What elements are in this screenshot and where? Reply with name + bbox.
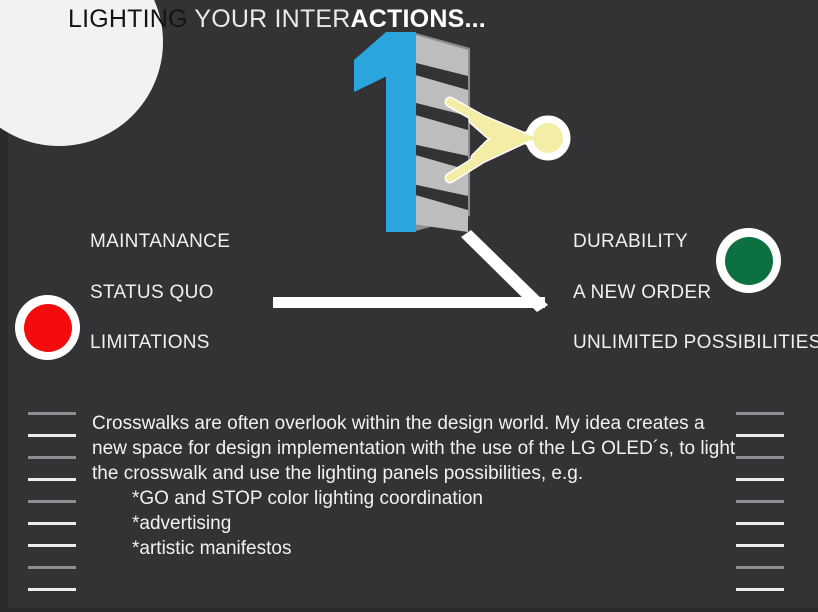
feature-list: *GO and STOP color lighting coordination…: [92, 486, 740, 561]
green-dot-icon: [724, 236, 773, 285]
dash-mark: [736, 500, 784, 503]
left-item-label-2: LIMITATIONS: [90, 332, 210, 353]
right-item-label-2: UNLIMITED POSSIBILITIES: [573, 332, 818, 353]
number-one-icon: [354, 32, 416, 232]
pedestrian-icon: [444, 96, 571, 184]
red-dot-icon: [23, 303, 72, 352]
page-title: LIGHTING YOUR INTERACTIONS...: [68, 4, 486, 34]
title-segment-lighting: LIGHTING: [68, 5, 188, 33]
stop-status-indicator: [15, 295, 80, 360]
dash-mark: [736, 588, 784, 591]
left-item-label-1: STATUS QUO: [90, 282, 214, 303]
go-status-indicator: [716, 228, 781, 293]
description-block: Crosswalks are often overlook within the…: [92, 411, 740, 561]
dash-mark: [736, 566, 784, 569]
dash-mark: [736, 544, 784, 547]
dash-mark: [28, 588, 76, 591]
right-dash-decoration: [736, 412, 790, 610]
transition-arrow: [265, 225, 550, 325]
dash-mark: [736, 456, 784, 459]
dash-mark: [28, 434, 76, 437]
dash-mark: [28, 566, 76, 569]
left-edge-gutter: [0, 0, 8, 612]
arrow-right-icon: [273, 230, 548, 312]
left-item-label-0: MAINTANANCE: [90, 231, 231, 252]
title-segment-your-inter: YOUR INTER: [187, 5, 351, 33]
dash-mark: [736, 522, 784, 525]
dash-mark: [28, 478, 76, 481]
title-segment-actions: ACTIONS...: [350, 5, 486, 33]
dash-mark: [736, 478, 784, 481]
right-item-label-0: DURABILITY: [573, 231, 688, 252]
dash-mark: [28, 544, 76, 547]
description-paragraph: Crosswalks are often overlook within the…: [92, 413, 736, 484]
list-item: *GO and STOP color lighting coordination: [132, 488, 483, 509]
hero-illustration: [330, 20, 580, 250]
dash-mark: [736, 434, 784, 437]
left-dash-decoration: [28, 412, 82, 610]
list-item: *artistic manifestos: [132, 538, 292, 559]
dash-mark: [28, 412, 76, 415]
dash-mark: [28, 500, 76, 503]
bottom-edge-gutter: [0, 608, 818, 612]
list-item: *advertising: [132, 513, 232, 534]
right-item-label-1: A NEW ORDER: [573, 282, 712, 303]
dash-mark: [736, 412, 784, 415]
crosswalk-icon: [412, 32, 470, 232]
dash-mark: [28, 522, 76, 525]
dash-mark: [28, 456, 76, 459]
